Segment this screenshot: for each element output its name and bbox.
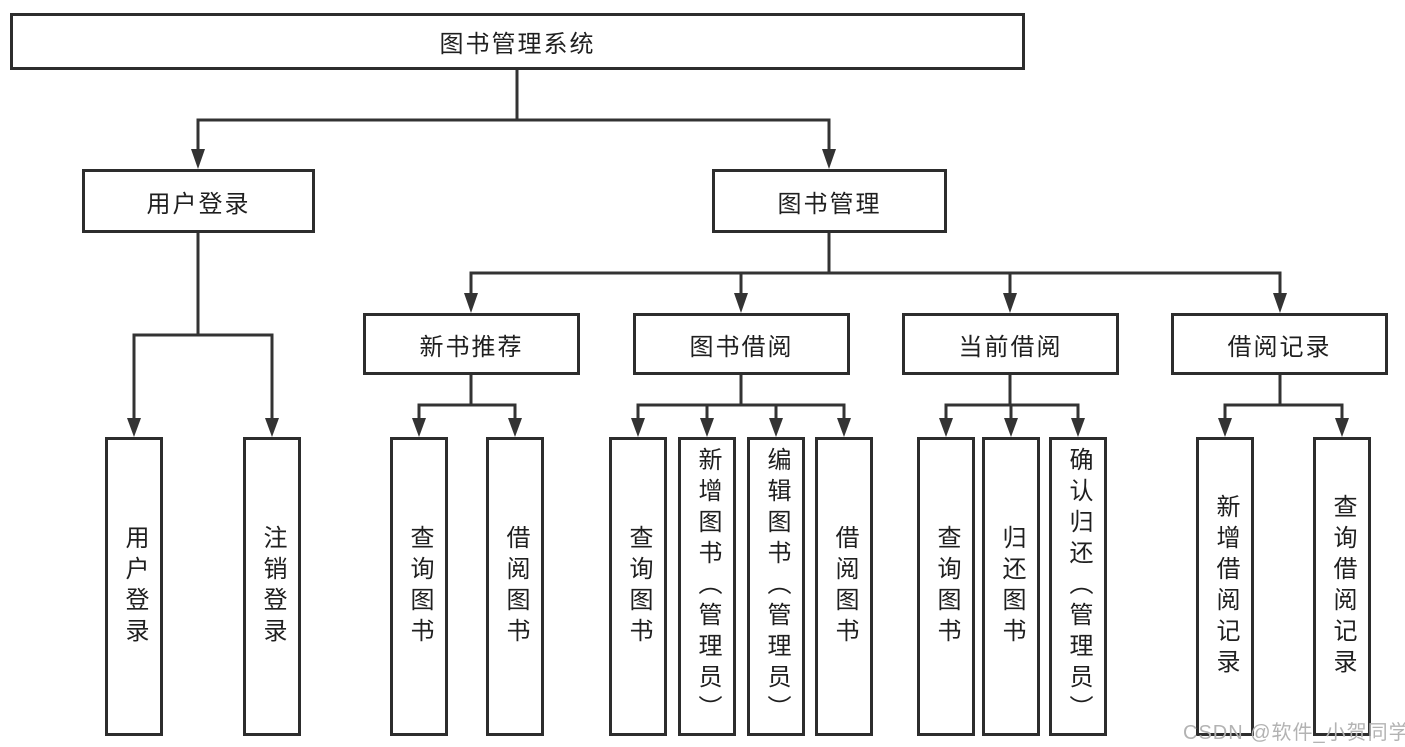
node-user-login: 用户登录: [82, 169, 315, 233]
leaf-return-books: 归还图书: [982, 437, 1040, 736]
leaf-logout: 注销登录: [243, 437, 301, 736]
leaf-add-borrow-record: 新增借阅记录: [1196, 437, 1254, 736]
leaf-add-books-admin: 新增图书（管理员）: [678, 437, 736, 736]
leaf-recommend-borrow-books: 借阅图书: [486, 437, 544, 736]
node-book-borrow: 图书借阅: [633, 313, 850, 375]
node-book-management: 图书管理: [712, 169, 947, 233]
leaf-confirm-return-admin: 确认归还（管理员）: [1049, 437, 1107, 736]
node-library-management-system: 图书管理系统: [10, 13, 1025, 70]
leaf-borrow-books: 借阅图书: [815, 437, 873, 736]
node-current-borrow: 当前借阅: [902, 313, 1119, 375]
node-borrow-record: 借阅记录: [1171, 313, 1388, 375]
csdn-watermark: CSDN @软件_小贺同学: [1183, 722, 1405, 744]
leaf-query-borrow-record: 查询借阅记录: [1313, 437, 1371, 736]
leaf-edit-books-admin: 编辑图书（管理员）: [747, 437, 805, 736]
leaf-user-login: 用户登录: [105, 437, 163, 736]
leaf-recommend-query-books: 查询图书: [390, 437, 448, 736]
node-new-book-recommend: 新书推荐: [363, 313, 580, 375]
leaf-borrow-query-books: 查询图书: [609, 437, 667, 736]
leaf-current-query-books: 查询图书: [917, 437, 975, 736]
